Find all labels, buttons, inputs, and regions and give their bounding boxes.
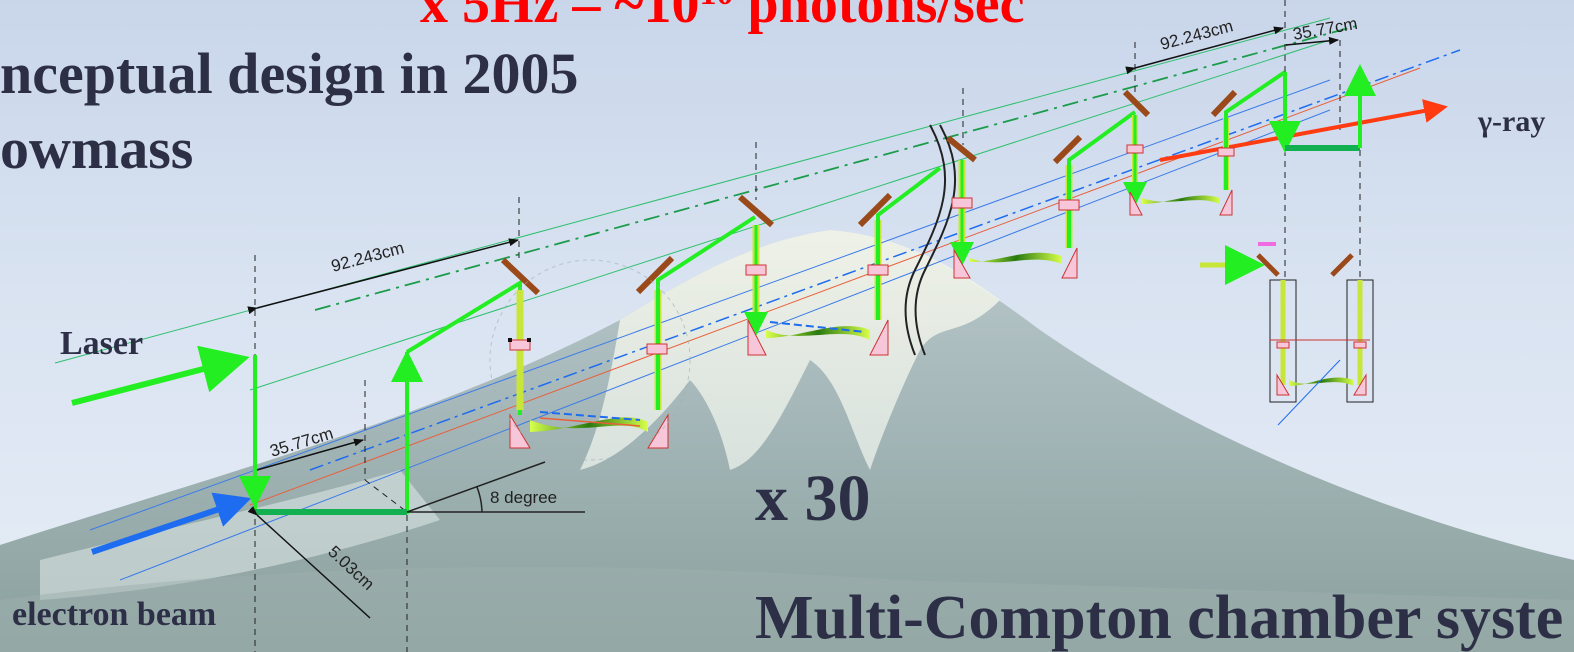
laser-input-arrow [71,345,250,406]
compton-chamber-1 [405,215,757,461]
dashdot-axis [309,49,1461,471]
lens [509,339,531,351]
electron-beam-arrow [91,492,252,555]
dimension-arrow-right [1285,36,1339,46]
dimension-label-cavity: 92.243cm [329,238,406,276]
dimension-label-offset: 35.77cm [268,424,336,461]
title-exponent: 10 [700,0,734,12]
chamber-inset [1200,242,1374,426]
angle-ray-line [406,461,546,513]
laser-guide-line-2 [249,39,1331,391]
angle-arc [476,486,483,513]
laser-label: Laser [60,325,144,362]
angle-label: 8 degree [490,488,557,507]
bottom-heading: Multi-Compton chamber syste [755,584,1564,652]
gamma-ray-arrow [1159,99,1448,162]
dimension-arrow-right [1125,26,1284,75]
dimension-label-offset-right: 35.77cm [1291,14,1359,44]
dimension-arrow [247,238,519,315]
multiplier-label: x 30 [755,462,871,535]
dimension-label-separation: 5.03cm [324,542,378,594]
break-symbol [904,124,946,356]
laser-exit [1269,64,1376,153]
heading-line-1: nceptual design in 2005 [0,41,579,106]
compton-chamber-3 [946,110,1137,279]
mirror [500,257,541,296]
beam-guide-line [89,79,1331,531]
dimension-label-cavity-right: 92.243cm [1158,16,1235,54]
gamma-ray-label: γ-ray [1478,105,1546,138]
dimension-arrow [256,438,364,471]
dimension-arrow [247,505,371,619]
ref-line [364,479,408,513]
electron-beam-label: electron beam [12,596,217,633]
heading-line-2: owmass [0,116,194,181]
title-suffix: photons/sec [733,0,1025,35]
gamma-guide-line [249,67,1421,506]
title-text: x 5Hz – ~10 [420,0,700,35]
title-partial: x 5Hz – ~1010 photons/sec [420,0,1024,36]
compton-chamber-4 [1122,70,1287,216]
compton-chamber-2 [738,166,942,356]
